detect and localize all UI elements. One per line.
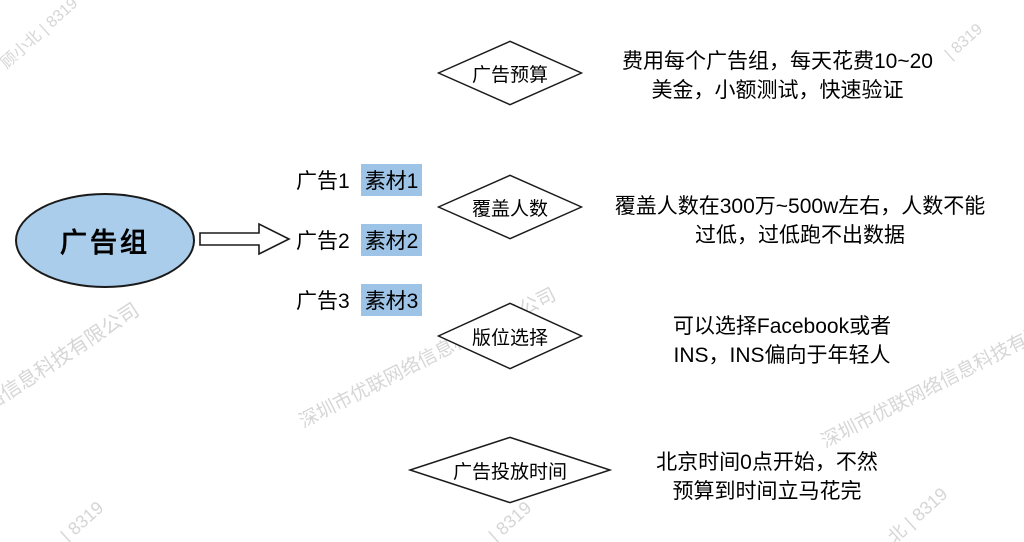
description-ad-budget: 费用每个广告组，每天花费10~20 美金，小额测试，快速验证 (622, 50, 933, 102)
diamond-placement: 版位选择 (437, 302, 583, 370)
ad-group-node: 广告组 (15, 193, 195, 288)
diamond-shape-icon (437, 40, 583, 106)
diamond-schedule: 广告投放时间 (408, 436, 612, 504)
ad-group-label: 广告组 (60, 228, 150, 258)
diamond-shape-icon (437, 174, 583, 240)
diamond-label: 覆盖人数 (471, 198, 548, 220)
ad-material-tag: 素材3 (360, 284, 423, 316)
ad-row: 广告3 素材3 (296, 284, 423, 316)
watermark: 络信息科技有限公司 (0, 299, 144, 416)
diamond-audience-size: 覆盖人数 (437, 174, 583, 240)
watermark: | 8319 (56, 497, 108, 542)
ad-material-tag: 素材2 (360, 224, 423, 256)
description-schedule: 北京时间0点开始，不然 预算到时间立马花完 (656, 451, 878, 503)
watermark: 顾小北 | 8319 (0, 0, 82, 73)
ad-material-tag: 素材1 (360, 164, 423, 196)
ad-name: 广告2 (296, 230, 350, 253)
block-arrow-right-icon (199, 222, 291, 256)
ad-name: 广告3 (296, 290, 350, 313)
diamond-shape-icon (408, 436, 612, 504)
watermark: | 8319 (484, 497, 536, 542)
diamond-label: 版位选择 (471, 327, 548, 349)
diamond-label: 广告投放时间 (452, 461, 567, 483)
diamond-label: 广告预算 (471, 64, 548, 86)
diamond-ad-budget: 广告预算 (437, 40, 583, 106)
description-audience-size: 覆盖人数在300万~500w左右，人数不能 过低，过低跑不出数据 (614, 195, 986, 247)
diamond-shape-icon (437, 302, 583, 370)
description-placement: 可以选择Facebook或者 INS，INS偏向于年轻人 (672, 315, 892, 367)
ad-name: 广告1 (296, 170, 350, 193)
ad-row: 广告1 素材1 (296, 164, 423, 196)
ad-row: 广告2 素材2 (296, 224, 423, 256)
